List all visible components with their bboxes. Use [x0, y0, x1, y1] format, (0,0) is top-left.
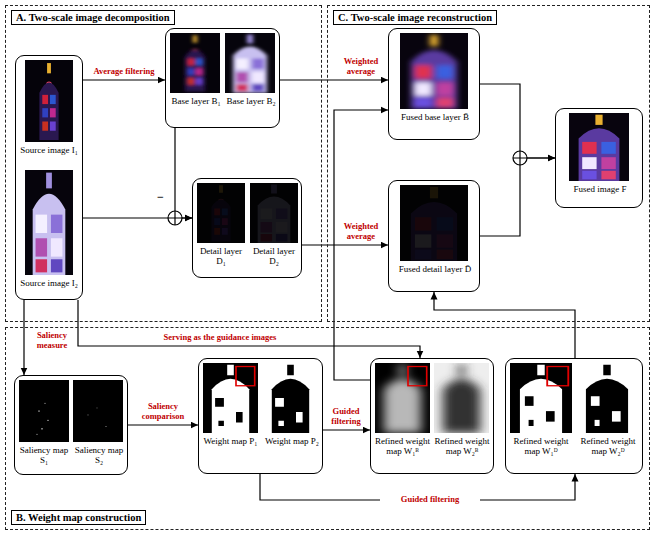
image-thumb — [400, 33, 468, 109]
image-box: Fused image F — [555, 108, 643, 208]
image-caption: Saliency map S₁ — [17, 446, 71, 466]
image-caption: Detail layer D₂ — [248, 247, 300, 267]
edge-label: Guided filtering — [323, 407, 369, 427]
sum-symbol — [513, 151, 527, 165]
image-caption: Weight map P₂ — [263, 437, 321, 447]
image-thumb — [225, 33, 275, 93]
connector — [334, 110, 388, 380]
connector — [480, 158, 555, 236]
image-thumb — [375, 363, 430, 433]
connector — [434, 292, 575, 358]
image-box: Fused base layer B̄ — [388, 28, 480, 140]
operator-sign: − — [157, 191, 164, 203]
image-thumb — [263, 363, 318, 433]
panel-region: B. Weight map construction Saliency map S… — [5, 327, 650, 530]
connector — [23, 300, 24, 375]
image-thumb — [197, 183, 245, 243]
panel-region: C. Two-scale image reconstructionFused b… — [327, 5, 650, 322]
connector — [175, 128, 192, 218]
edge-label: Average filtering — [84, 67, 164, 77]
image-caption: Refined weight map W₂ᴮ — [433, 437, 491, 457]
panel-heading: A. Two-scale image decomposition — [11, 10, 175, 25]
panel-heading: B. Weight map construction — [11, 510, 146, 525]
image-thumb — [569, 113, 629, 181]
connector — [480, 84, 555, 158]
connector — [260, 474, 575, 500]
image-thumb — [73, 380, 123, 442]
image-caption: Fused detail layer D̄ — [391, 265, 479, 275]
image-thumb — [510, 363, 572, 433]
image-box: Fused detail layer D̄ — [388, 180, 480, 292]
connector — [78, 300, 420, 358]
edge-label: Saliency comparison — [130, 402, 196, 422]
image-caption: Saliency map S₂ — [72, 446, 126, 466]
image-thumb — [25, 170, 73, 275]
edge-label: Saliency measure — [29, 331, 75, 351]
connector — [280, 79, 388, 80]
image-thumb — [434, 363, 489, 433]
image-box: Detail layer D₁Detail layer D₂ — [192, 178, 302, 278]
image-thumb — [250, 183, 298, 243]
image-caption: Refined weight map W₂ᴰ — [576, 437, 640, 457]
image-thumb — [25, 60, 73, 142]
image-caption: Weight map P₁ — [202, 437, 259, 447]
panel-heading: C. Two-scale image reconstruction — [333, 10, 497, 25]
image-thumb — [400, 185, 468, 261]
image-caption: Source image I₂ — [16, 279, 82, 289]
image-caption: Base layer B₂ — [224, 97, 278, 107]
image-box: Source image I₁ Source image I₂ — [15, 55, 83, 300]
image-thumb — [170, 33, 220, 93]
image-caption: Refined weight map W₁ᴮ — [374, 437, 431, 457]
connector — [323, 429, 370, 430]
image-caption: Detail layer D₁ — [195, 247, 247, 267]
image-box: Refined weight map W₁ᴮRefined weight map… — [370, 358, 494, 474]
edge-label: Weighted average — [338, 57, 384, 77]
edge-label: Weighted average — [338, 222, 384, 242]
panel-region: A. Two-scale image decompositionSource i… — [5, 5, 322, 322]
image-thumb — [203, 363, 258, 433]
image-thumb — [576, 363, 638, 433]
image-box: Weight map P₁ Weight map P₂ — [198, 358, 323, 474]
connector — [128, 424, 198, 425]
image-caption: Base layer B₁ — [169, 97, 223, 107]
image-caption: Fused image F — [558, 185, 642, 195]
edge-label: Guided filtering — [380, 495, 480, 505]
image-box: Refined weight map W₁ᴰRefined weight map… — [505, 358, 643, 474]
image-box: Base layer B₁Base layer B₂ — [165, 28, 280, 128]
edge-label: Serving as the guidance images — [133, 333, 308, 343]
sum-symbol — [168, 211, 182, 225]
image-caption: Fused base layer B̄ — [391, 113, 479, 123]
image-caption: Source image I₁ — [16, 146, 82, 156]
connector — [83, 79, 165, 80]
image-thumb — [19, 380, 69, 442]
image-box: Saliency map S₁Saliency map S₂ — [14, 375, 128, 475]
connector — [302, 244, 388, 245]
image-caption: Refined weight map W₁ᴰ — [509, 437, 573, 457]
